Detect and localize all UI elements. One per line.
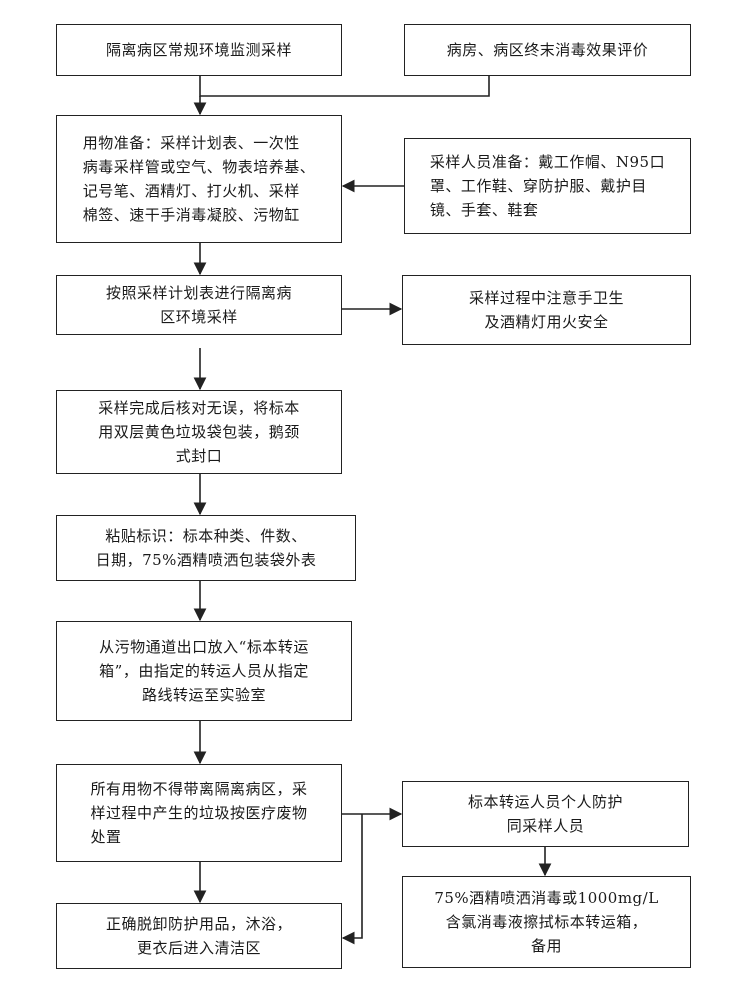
- disinfect-box-text: 75%酒精喷洒消毒或1000mg/L 含氯消毒液擦拭标本转运箱， 备用: [434, 889, 659, 955]
- label-box: 粘贴标识：标本种类、件数、 日期，75%酒精喷洒包装袋外表: [56, 515, 356, 581]
- sample-by-plan-text: 按照采样计划表进行隔离病 区环境采样: [105, 284, 292, 326]
- doff-text: 正确脱卸防护用品，沐浴， 更衣后进入清洁区: [105, 915, 292, 957]
- terminal-eval-text: 病房、病区终末消毒效果评价: [446, 41, 649, 59]
- staff-prep-text: 采样人员准备：戴工作帽、N95口 罩、工作鞋、穿防护服、戴护目 镜、手套、鞋套: [429, 153, 666, 219]
- check-pack-box: 采样完成后核对无误，将标本 用双层黄色垃圾袋包装，鹅颈 式封口: [56, 390, 342, 474]
- routine-sampling-box: 隔离病区常规环境监测采样: [56, 24, 342, 76]
- disinfect-box-box: 75%酒精喷洒消毒或1000mg/L 含氯消毒液擦拭标本转运箱， 备用: [402, 876, 691, 968]
- merge-line: [199, 76, 490, 97]
- waste-box: 所有用物不得带离隔离病区，采 样过程中产生的垃圾按医疗废物 处置: [56, 764, 342, 862]
- check-pack-text: 采样完成后核对无误，将标本 用双层黄色垃圾袋包装，鹅颈 式封口: [98, 399, 300, 465]
- routine-sampling-text: 隔离病区常规环境监测采样: [105, 41, 292, 59]
- transport-box: 从污物通道出口放入“标本转运 箱”，由指定的转运人员从指定 路线转运至实验室: [56, 621, 352, 721]
- hand-hygiene-box: 采样过程中注意手卫生 及酒精灯用火安全: [402, 275, 691, 345]
- sample-by-plan-box: 按照采样计划表进行隔离病 区环境采样: [56, 275, 342, 335]
- label-text: 粘贴标识：标本种类、件数、 日期，75%酒精喷洒包装袋外表: [95, 527, 317, 569]
- waste-text: 所有用物不得带离隔离病区，采 样过程中产生的垃圾按医疗废物 处置: [90, 780, 308, 846]
- transport-text: 从污物通道出口放入“标本转运 箱”，由指定的转运人员从指定 路线转运至实验室: [99, 638, 309, 704]
- arrow-right-branch-to-doff: [341, 814, 363, 945]
- courier-ppe-box: 标本转运人员个人防护 同采样人员: [402, 781, 689, 847]
- terminal-eval-box: 病房、病区终末消毒效果评价: [404, 24, 691, 76]
- doff-box: 正确脱卸防护用品，沐浴， 更衣后进入清洁区: [56, 903, 342, 969]
- supplies-box: 用物准备：采样计划表、一次性 病毒采样管或空气、物表培养基、 记号笔、酒精灯、打…: [56, 115, 342, 243]
- hand-hygiene-text: 采样过程中注意手卫生 及酒精灯用火安全: [468, 289, 624, 331]
- staff-prep-box: 采样人员准备：戴工作帽、N95口 罩、工作鞋、穿防护服、戴护目 镜、手套、鞋套: [404, 138, 691, 234]
- supplies-text: 用物准备：采样计划表、一次性 病毒采样管或空气、物表培养基、 记号笔、酒精灯、打…: [82, 134, 316, 224]
- courier-ppe-text: 标本转运人员个人防护 同采样人员: [467, 793, 623, 835]
